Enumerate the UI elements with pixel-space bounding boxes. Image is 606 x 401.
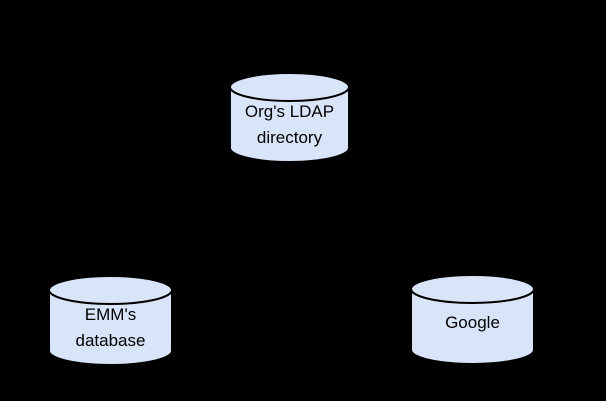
node-label: Org's LDAP directory xyxy=(229,99,350,151)
cylinder-body xyxy=(229,87,350,163)
node-google: Google xyxy=(410,274,535,365)
node-label-line2: directory xyxy=(256,128,323,147)
node-orgs-ldap-directory: Org's LDAP directory xyxy=(229,72,350,163)
cylinder-top xyxy=(410,274,535,304)
cylinder-body xyxy=(48,290,173,366)
database-cylinder-icon xyxy=(48,275,173,366)
cylinder-body xyxy=(410,289,535,365)
node-label-line1: EMM's xyxy=(84,305,137,324)
cylinder-top xyxy=(48,275,173,305)
node-label-line1: Org's LDAP xyxy=(244,102,335,121)
node-emms-database: EMM's database xyxy=(48,275,173,366)
database-cylinder-icon xyxy=(229,72,350,163)
database-cylinder-icon xyxy=(410,274,535,365)
node-label: Google xyxy=(410,310,535,336)
node-label-line1: Google xyxy=(445,313,500,332)
node-label-line2: database xyxy=(75,331,146,350)
node-label: EMM's database xyxy=(48,302,173,354)
cylinder-top xyxy=(229,72,350,102)
